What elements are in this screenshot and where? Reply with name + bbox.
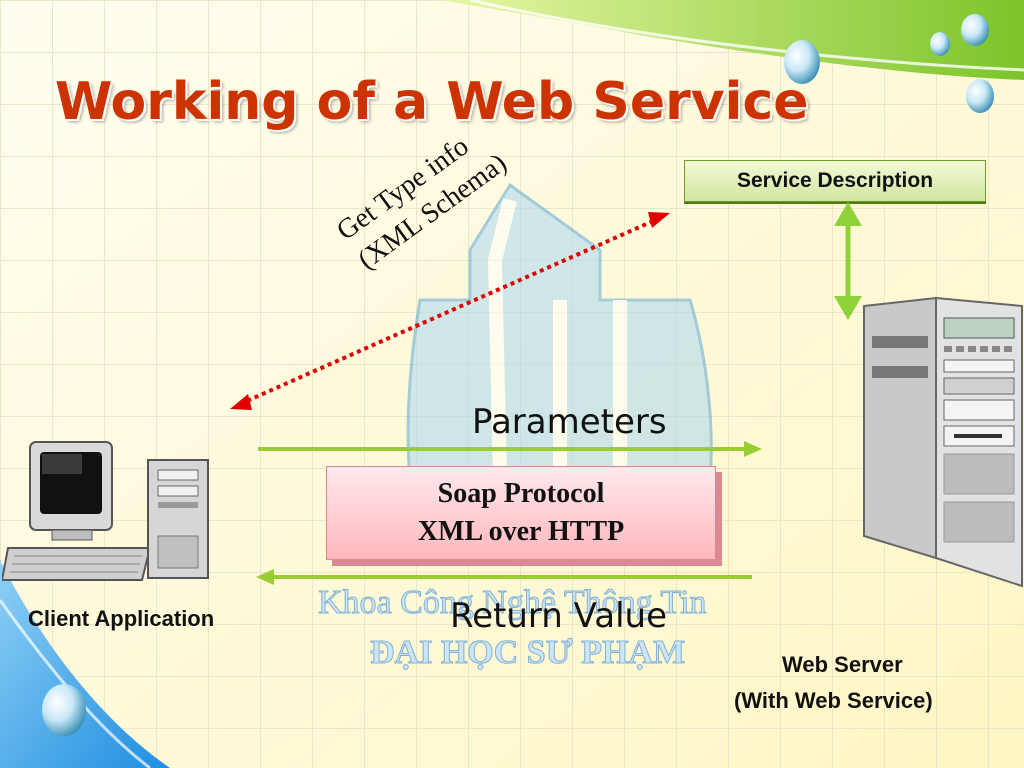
client-application-label: Client Application (28, 606, 215, 631)
soap-protocol-line-2: XML over HTTP (417, 516, 625, 547)
water-drop-icon (42, 684, 86, 736)
soap-protocol-line-1: Soap Protocol (437, 478, 605, 509)
service-description-box: Service Description (684, 160, 986, 202)
service-description-link-arrow (834, 202, 862, 320)
watermark-faculty: Khoa Công Nghệ Thông Tin (318, 584, 708, 622)
web-server-subtitle: (With Web Service) (734, 688, 933, 713)
watermark-university: ĐẠI HỌC SƯ PHẠM (369, 634, 686, 672)
water-drop-icon (784, 40, 820, 84)
soap-protocol-box: Soap Protocol XML over HTTP (326, 466, 716, 560)
parameters-arrow (258, 441, 762, 457)
client-computer-icon (2, 441, 209, 581)
water-drop-icon (961, 14, 989, 46)
slide-title: Working of a Web Service (55, 72, 809, 132)
water-drop-icon (930, 32, 950, 56)
get-type-info-arrow (230, 212, 670, 410)
return-value-label: Return Value (450, 596, 667, 636)
web-server-icon (863, 296, 1023, 588)
service-description-label: Service Description (736, 169, 934, 192)
return-value-arrow (256, 569, 752, 585)
web-server-label: Web Server (782, 652, 903, 677)
water-drop-icon (966, 79, 994, 113)
parameters-label: Parameters (472, 402, 667, 442)
